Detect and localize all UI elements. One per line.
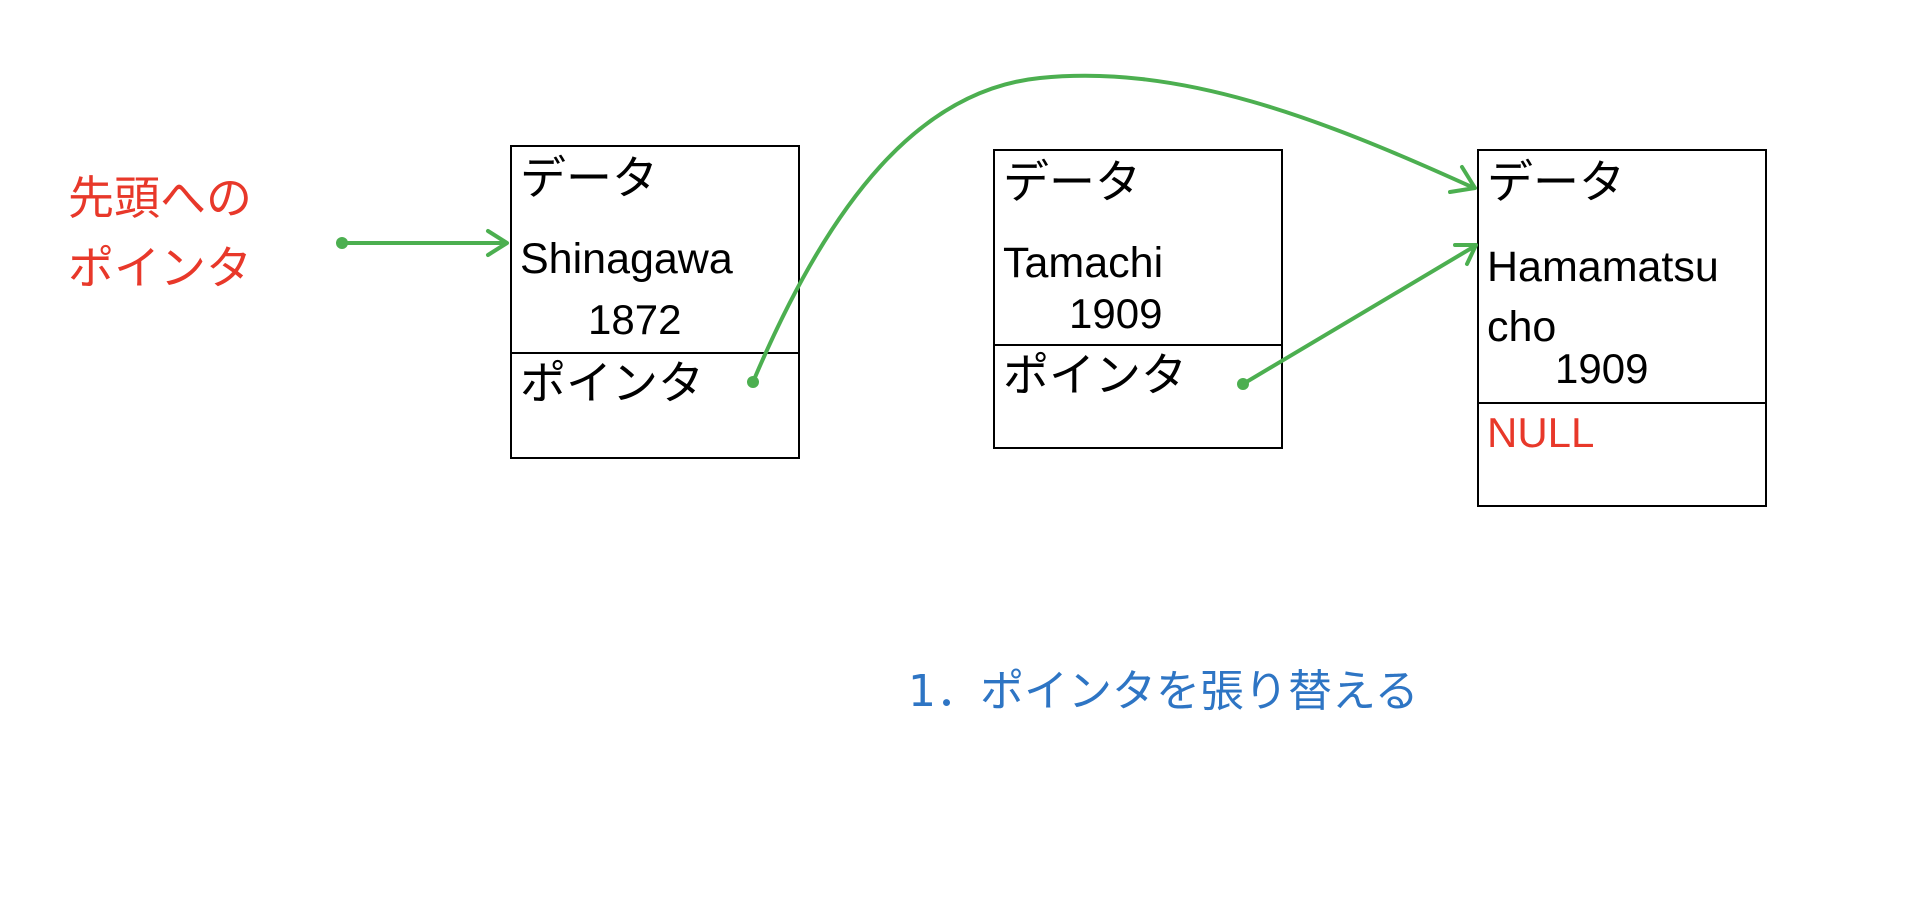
head-pointer-dot bbox=[336, 237, 348, 249]
null-pointer-label: NULL bbox=[1487, 409, 1595, 456]
station-name: Tamachi bbox=[1003, 239, 1164, 287]
data-label: データ bbox=[520, 151, 658, 205]
head-pointer-label-line1: 先頭への bbox=[68, 171, 252, 225]
station-year: 1909 bbox=[1555, 345, 1649, 392]
head-to-shinagawa-arrow bbox=[340, 229, 509, 257]
head-pointer-label: 先頭への ポインタ bbox=[68, 163, 252, 303]
node-shinagawa-data-cell: データ Shinagawa 1872 bbox=[512, 147, 798, 354]
node-tamachi: データ Tamachi 1909 ポインタ bbox=[993, 149, 1283, 449]
node-shinagawa-pointer-cell: ポインタ bbox=[512, 352, 798, 457]
node-tamachi-pointer-cell: ポインタ bbox=[995, 344, 1281, 447]
station-name: Hamamatsu cho bbox=[1487, 243, 1719, 351]
station-year: 1872 bbox=[588, 296, 682, 343]
station-year: 1909 bbox=[1069, 290, 1163, 337]
pointer-label: ポインタ bbox=[520, 356, 704, 410]
node-hamamatsucho-pointer-cell: NULL bbox=[1479, 402, 1765, 505]
head-pointer-label-line2: ポインタ bbox=[68, 241, 252, 295]
data-label: データ bbox=[1003, 155, 1141, 209]
pointer-label: ポインタ bbox=[1003, 348, 1187, 402]
node-hamamatsucho-data-cell: データ Hamamatsu cho 1909 bbox=[1479, 151, 1765, 404]
step-caption: 1．ポインタを張り替える bbox=[908, 666, 1419, 717]
node-tamachi-data-cell: データ Tamachi 1909 bbox=[995, 151, 1281, 346]
data-label: データ bbox=[1487, 155, 1625, 209]
node-hamamatsucho: データ Hamamatsu cho 1909 NULL bbox=[1477, 149, 1767, 507]
station-name: Shinagawa bbox=[520, 235, 733, 283]
node-shinagawa: データ Shinagawa 1872 ポインタ bbox=[510, 145, 800, 459]
